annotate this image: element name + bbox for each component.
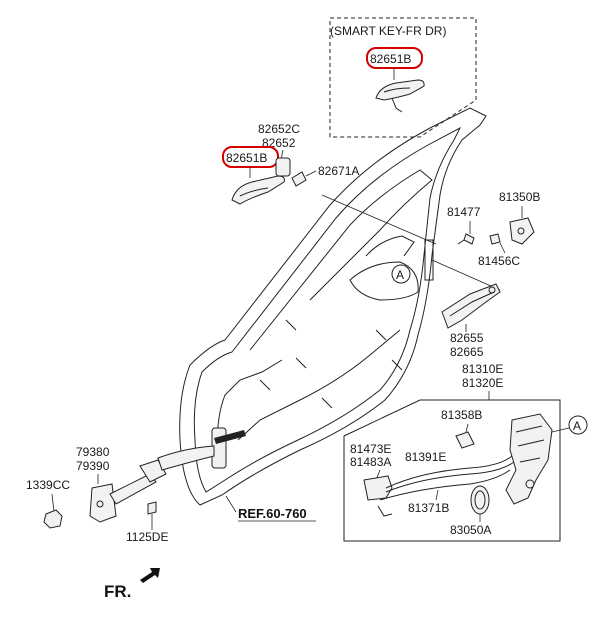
bolt-1125DE — [147, 501, 157, 515]
door-check-stopper — [139, 459, 167, 483]
label-82671A: 82671A — [318, 164, 359, 178]
handle-bracket-group: 82655 82665 — [441, 283, 501, 359]
latch-detail — [515, 425, 545, 463]
label-1339CC: 1339CC — [26, 478, 70, 492]
callout-a-latch: A — [551, 415, 588, 435]
leader-1339CC — [51, 493, 55, 513]
leader-handle-to-door — [321, 194, 437, 245]
cable-81391E-2 — [385, 461, 515, 493]
part-81473E — [363, 475, 393, 501]
door-latch-81310E — [505, 413, 553, 505]
latch-mount-plate — [424, 239, 434, 281]
striker-hole — [517, 227, 525, 235]
label-81473E: 81473E — [350, 442, 391, 456]
bolt-81477 — [463, 233, 475, 245]
handle-cover — [275, 157, 291, 177]
door-holes — [259, 319, 403, 409]
label-81371B: 81371B — [408, 501, 449, 515]
callout-a2-label: A — [573, 419, 581, 433]
assembly-arrow — [214, 430, 246, 444]
label-82651B: 82651B — [226, 151, 267, 165]
cable-81371B — [379, 469, 511, 501]
part-81358B — [455, 431, 475, 449]
label-81477: 81477 — [447, 205, 481, 219]
check-bolt-hole — [96, 500, 104, 508]
latch-assembly-box: 81358B 81473E 81483A 81391E 81371B 83050… — [343, 399, 561, 542]
nut-1339CC — [43, 509, 63, 529]
front-label: FR. — [104, 582, 131, 601]
label-82665: 82665 — [450, 345, 484, 359]
smart-key-note: (SMART KEY-FR DR) — [330, 24, 446, 38]
door-inner-panel — [193, 126, 462, 493]
bracket-hole — [488, 286, 496, 294]
door-check-link — [157, 445, 215, 471]
bolt-shaft — [457, 239, 465, 245]
label-82651B-top: 82651B — [370, 52, 411, 66]
door-check-arm — [109, 473, 157, 505]
label-81391E: 81391E — [405, 450, 446, 464]
outside-handle-group: 82652C 82652 82651B 82671A — [222, 122, 359, 205]
latch-actuator — [525, 479, 535, 489]
label-1125DE: 1125DE — [126, 530, 168, 544]
front-direction: FR. — [104, 568, 160, 601]
screw-81456C — [489, 233, 501, 245]
leader-82671A — [305, 170, 317, 177]
label-82655: 82655 — [450, 331, 484, 345]
handle-detail-top — [383, 87, 411, 93]
handle-sensor-wire — [391, 97, 403, 113]
door-outer-panel — [179, 107, 487, 506]
label-81320E: 81320E — [462, 376, 503, 390]
leader-callout-a2 — [551, 427, 570, 433]
door-frame — [179, 107, 487, 506]
label-81483A: 81483A — [350, 455, 391, 469]
outside-handle-smart-key — [375, 79, 425, 101]
label-79390: 79390 — [76, 459, 110, 473]
door-check-group: 79380 79390 1339CC 1125DE — [26, 430, 246, 544]
handle-bracket-82655 — [441, 283, 501, 329]
label-81456C: 81456C — [478, 254, 520, 268]
callout-circle-a2 — [568, 415, 588, 435]
label-81310E: 81310E — [462, 362, 503, 376]
smart-key-dashed-box — [329, 17, 477, 138]
part-83050A — [470, 485, 490, 515]
cable-81391E — [385, 455, 513, 489]
label-82652C: 82652C — [258, 122, 300, 136]
door-beam — [237, 329, 401, 441]
leader-81371B — [435, 489, 439, 501]
leader-door-to-bracket — [431, 259, 501, 291]
callout-a-label: A — [396, 268, 404, 282]
callout-a-door: A — [391, 264, 411, 284]
striker-group: 81477 81350B 81456C — [447, 190, 540, 268]
cable-end — [377, 505, 393, 517]
callout-circle-a — [391, 264, 411, 284]
label-79380: 79380 — [76, 445, 110, 459]
highlight-82651B — [222, 146, 279, 168]
label-83050A: 83050A — [450, 523, 491, 537]
leader-81456C — [499, 242, 506, 254]
front-arrow-icon — [140, 568, 160, 583]
reference-label: REF.60-760 — [238, 506, 307, 521]
inner-handle-recess — [349, 261, 419, 301]
label-81358B: 81358B — [441, 408, 482, 422]
inner-handle-bracket — [365, 235, 415, 257]
leader-ref — [225, 495, 237, 513]
door-hinge-edge — [216, 359, 283, 461]
key-cylinder-cap — [291, 171, 307, 187]
smart-key-inset: (SMART KEY-FR DR) 82651B — [329, 17, 477, 138]
latch-box-outline — [343, 399, 561, 542]
label-81350B: 81350B — [499, 190, 540, 204]
highlight-82651B-top — [366, 47, 423, 69]
grommet-inner — [474, 490, 486, 510]
reference-group: REF.60-760 — [225, 495, 316, 522]
window-frame-inner — [249, 169, 433, 351]
handle-detail — [239, 187, 269, 197]
striker-81350B — [509, 217, 535, 245]
leader-81358B — [465, 423, 469, 433]
bracket-detail — [449, 291, 495, 317]
